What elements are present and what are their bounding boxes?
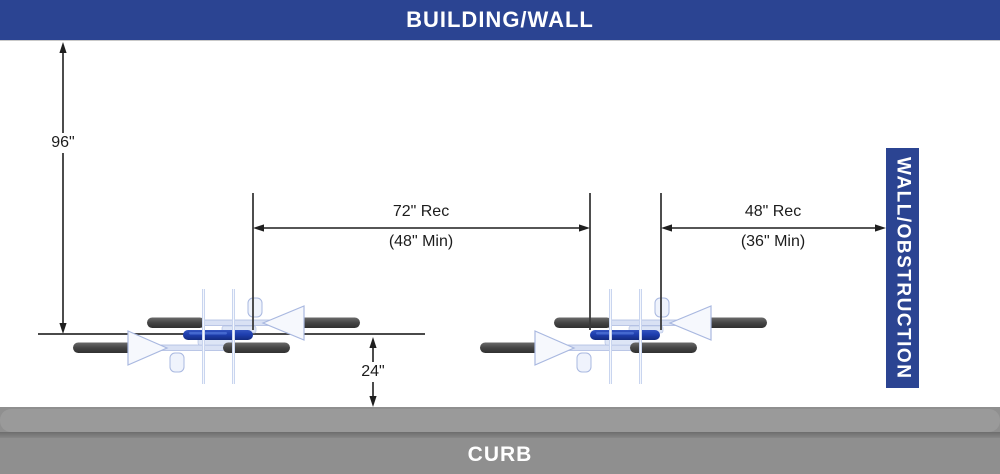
- dim-72-rec-label: 72" Rec: [392, 203, 450, 220]
- curb-edge: [0, 409, 1000, 432]
- arrow-up-icon: [59, 42, 67, 53]
- arrow-right-icon: [875, 224, 886, 232]
- building-wall-bar: BUILDING/WALL: [0, 0, 1000, 41]
- dim-96-label: 96": [38, 133, 88, 153]
- dim-36-min-label: (36" Min): [740, 233, 806, 250]
- dimension-48: [661, 224, 886, 232]
- dimension-96: [59, 42, 67, 334]
- curb-label: CURB: [467, 443, 533, 466]
- extension-lines: [252, 193, 662, 330]
- dim-24-label: 24": [350, 362, 396, 382]
- arrow-up-icon: [369, 337, 377, 348]
- arrow-left-icon: [253, 224, 264, 232]
- arrow-left-icon: [661, 224, 672, 232]
- arrow-down-icon: [59, 323, 67, 334]
- dim-48-min-label: (48" Min): [388, 233, 454, 250]
- bike-rack-right: [588, 287, 662, 386]
- arrow-down-icon: [369, 396, 377, 407]
- dimension-72: [253, 224, 590, 232]
- curb-bar: CURB: [0, 407, 1000, 474]
- curb-edge-shadow: [0, 432, 1000, 438]
- building-wall-label: BUILDING/WALL: [406, 7, 594, 32]
- bike-rack-left: [181, 287, 255, 386]
- wall-obstruction-label: WALL/OBSTRUCTION: [892, 156, 914, 380]
- arrow-right-icon: [579, 224, 590, 232]
- dim-48-rec-label: 48" Rec: [744, 203, 802, 220]
- wall-obstruction-bar: WALL/OBSTRUCTION: [886, 148, 919, 388]
